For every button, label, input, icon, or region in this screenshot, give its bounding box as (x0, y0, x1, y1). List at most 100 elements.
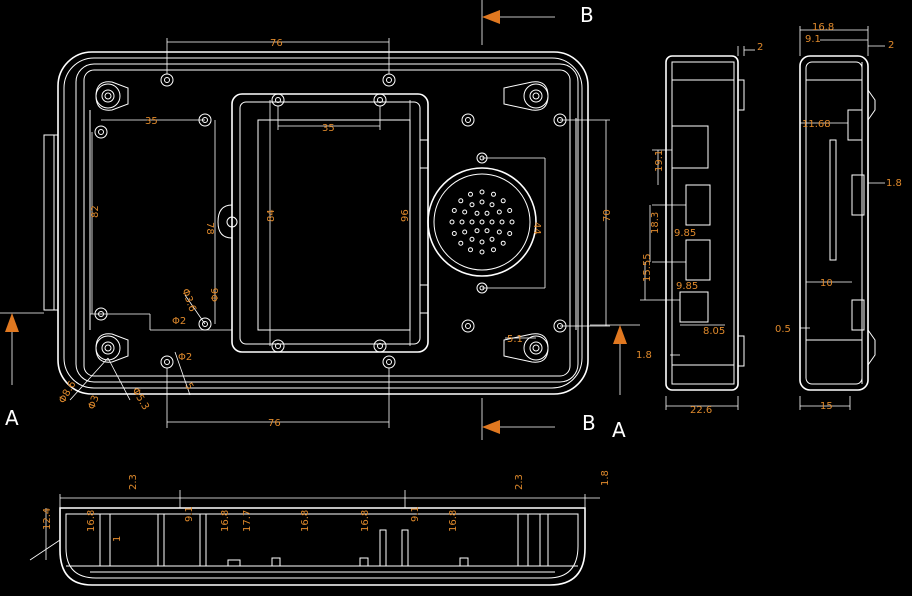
corner-boss-bottom-left (95, 333, 129, 363)
dim-s-1: 1 (112, 536, 123, 542)
speaker-hole (479, 239, 485, 245)
speaker-hole (468, 191, 473, 197)
dim-b-11-68: 11.68 (802, 119, 831, 130)
dim-84: 84 (266, 209, 277, 222)
display-window (217, 93, 429, 353)
dim-s-9-1-a: 9.1 (184, 506, 195, 522)
dim-a-9-85-a: 9.85 (674, 228, 696, 239)
speaker-hole (469, 219, 475, 225)
dim-a-8-05: 8.05 (703, 326, 725, 337)
dim-b-15: 15 (820, 401, 833, 412)
dim-phi-5-3: Φ5.3 (129, 386, 150, 412)
dim-bottom-76: 76 (268, 418, 281, 429)
speaker-hole (458, 198, 464, 204)
speaker-hole (451, 208, 457, 213)
speaker-hole (468, 247, 473, 253)
dim-a-15-55: 15.55 (642, 253, 653, 282)
dim-s-16-8-c: 16.8 (300, 510, 311, 532)
speaker-hole (474, 228, 480, 234)
corner-boss-top-right (503, 81, 549, 111)
speaker-hole (484, 210, 490, 216)
dim-b-1-8: 1.8 (886, 178, 902, 189)
left-side-tab (43, 134, 55, 311)
dim-s-17-7: 17.7 (242, 510, 253, 532)
corner-boss-bottom-right (503, 333, 549, 363)
dim-r5: 5 (182, 381, 195, 392)
dim-s-2-3-right: 2.3 (514, 474, 525, 490)
dim-s-12-4: 12.4 (42, 508, 53, 530)
dim-phi-3-6: Φ3.6 (179, 287, 197, 313)
section-arrow-b-bottom (482, 420, 500, 434)
dim-a-22-6: 22.6 (690, 405, 712, 416)
dim-b-0-5: 0.5 (775, 324, 791, 335)
dim-b-2: 2 (888, 40, 894, 51)
speaker-hole (499, 219, 505, 225)
enclosure-inner-outline (75, 63, 579, 383)
front-dimension-lines (69, 38, 610, 428)
dim-phi-2-a: Φ2 (172, 316, 186, 327)
side-view-a: 2 19.1 18.3 9.85 15.55 9.85 8.05 1.8 22.… (636, 42, 763, 416)
dim-phi-6: Φ6 (210, 288, 221, 302)
dim-s-1-8: 1.8 (600, 470, 611, 486)
dim-s-9-1-b: 9.1 (410, 506, 421, 522)
speaker-hole (479, 199, 485, 205)
section-arrow-a-right (613, 325, 627, 344)
section-arrow-a-left (5, 313, 19, 332)
dim-phi-8-6: Φ8.6 (57, 379, 78, 405)
section-label-b-top: B (580, 3, 594, 27)
speaker-hole (462, 209, 468, 215)
section-markers: B B A A (5, 3, 627, 442)
speaker-hole (479, 189, 485, 195)
dim-phi-3: Φ3 (86, 394, 101, 411)
speaker-hole (474, 210, 480, 216)
speaker-hole (484, 228, 490, 234)
speaker-hole (451, 231, 457, 236)
speaker-hole (496, 209, 502, 215)
dim-35-mid: 35 (322, 123, 335, 134)
speaker-hole (496, 229, 502, 235)
side-view-b: 16.8 9.1 2 11.68 1.8 10 0.5 15 (775, 22, 902, 412)
speaker-hole (507, 208, 513, 213)
speaker-hole (491, 191, 496, 197)
section-arrow-b-top (482, 10, 500, 24)
speaker-hole (462, 229, 468, 235)
dim-a-19-1: 19.1 (654, 150, 665, 172)
dim-70: 70 (602, 209, 613, 222)
dim-s-16-8-a: 16.8 (86, 510, 97, 532)
section-label-a-right: A (612, 418, 626, 442)
speaker-hole (459, 219, 465, 225)
speaker-hole (500, 198, 506, 204)
speaker-hole (489, 219, 495, 225)
speaker-hole (449, 219, 455, 225)
dim-b-10: 10 (820, 278, 833, 289)
dim-b-9-1: 9.1 (805, 34, 821, 45)
corner-boss-top-left (95, 81, 129, 111)
speaker-hole (458, 240, 464, 246)
dim-a-9-85-b: 9.85 (676, 281, 698, 292)
dim-35-left: 35 (145, 116, 158, 127)
speaker-hole (509, 219, 515, 225)
section-label-b-bottom: B (582, 411, 596, 435)
dim-96: 96 (400, 209, 411, 222)
dim-s-16-8-d: 16.8 (360, 510, 371, 532)
mounting-holes (94, 73, 567, 369)
speaker-hole (507, 231, 513, 236)
speaker-hole (479, 249, 485, 255)
speaker-hole (489, 236, 495, 242)
section-label-a-left: A (5, 406, 19, 430)
dim-b-16-8: 16.8 (812, 22, 834, 33)
enclosure-outer-outline (57, 51, 589, 395)
speaker-grille (427, 152, 537, 294)
speaker-hole (469, 202, 475, 208)
dim-a-1-8: 1.8 (636, 350, 652, 361)
dim-5-1: 5.1 (507, 334, 523, 345)
dim-top-76: 76 (270, 38, 283, 49)
dim-78: 78 (204, 222, 215, 235)
dim-s-16-8-e: 16.8 (448, 510, 459, 532)
speaker-hole (479, 219, 485, 225)
speaker-hole (469, 236, 475, 242)
dim-a-18-3: 18.3 (650, 212, 661, 234)
dim-82: 82 (90, 205, 101, 218)
speaker-hole (491, 247, 496, 253)
